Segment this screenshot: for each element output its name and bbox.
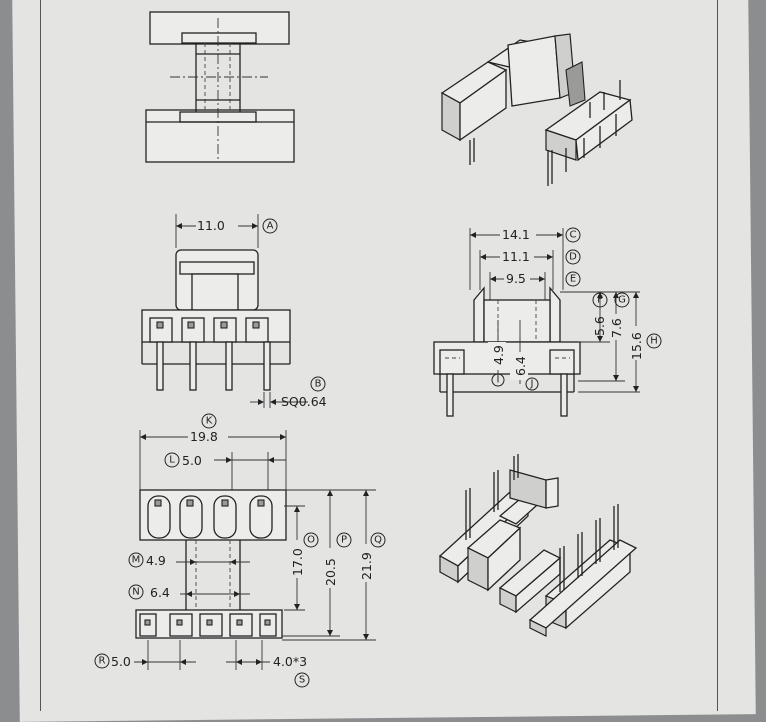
dim-r: 5.0 [111, 654, 131, 669]
tag-a: A [267, 221, 274, 232]
dim-q: 21.9 [359, 552, 374, 580]
dim-side-6-4: 6.4 [513, 356, 528, 376]
tag-b: B [315, 379, 322, 390]
tag-k: K [206, 416, 213, 427]
dim-p: 20.5 [323, 558, 338, 586]
dim-pin-pitch: 5.0 [182, 453, 202, 468]
dim-o: 17.0 [290, 548, 305, 576]
dim-s: 4.0*3 [273, 654, 307, 669]
tag-f: F [597, 295, 603, 306]
dim-n: 6.4 [150, 585, 170, 600]
dim-side-11-1: 11.1 [502, 249, 530, 264]
dim-side-4-9: 4.9 [491, 345, 506, 365]
dim-side-5-6: 5.6 [592, 316, 607, 336]
tag-j: J [530, 379, 534, 390]
isometric-view-bottom [438, 454, 638, 637]
tag-q: Q [374, 535, 382, 546]
tag-o: O [307, 535, 315, 546]
tag-s: S [299, 675, 305, 686]
dim-m: 4.9 [146, 553, 166, 568]
dim-side-9-5: 9.5 [506, 271, 526, 286]
tag-n: N [132, 587, 139, 598]
tag-e: E [570, 274, 576, 285]
front-view: 11.0 A SQ0.64 B [141, 214, 327, 409]
dim-front-width: 11.0 [197, 218, 225, 233]
dim-side-14-1: 14.1 [502, 227, 530, 242]
tag-d: D [569, 252, 577, 263]
tag-i: I [497, 375, 500, 386]
drawing-frame [40, 0, 718, 711]
tag-r: R [99, 656, 106, 667]
dim-bottom-width: 19.8 [190, 429, 218, 444]
side-view: 14.1 C 11.1 D 9.5 E [433, 227, 662, 417]
tag-l: L [169, 455, 175, 466]
dim-side-15-6: 15.6 [629, 332, 644, 360]
tag-g: G [618, 295, 626, 306]
tag-m: M [132, 555, 141, 566]
tag-p: P [341, 535, 347, 546]
tag-h: H [650, 336, 658, 347]
dim-side-7-6: 7.6 [609, 318, 624, 338]
bottom-view: K 19.8 L 5.0 M 4.9 N [94, 413, 386, 688]
isometric-view-top [440, 33, 633, 186]
dim-pin-size: SQ0.64 [281, 394, 327, 409]
top-view [145, 11, 295, 163]
tag-c: C [570, 230, 577, 241]
